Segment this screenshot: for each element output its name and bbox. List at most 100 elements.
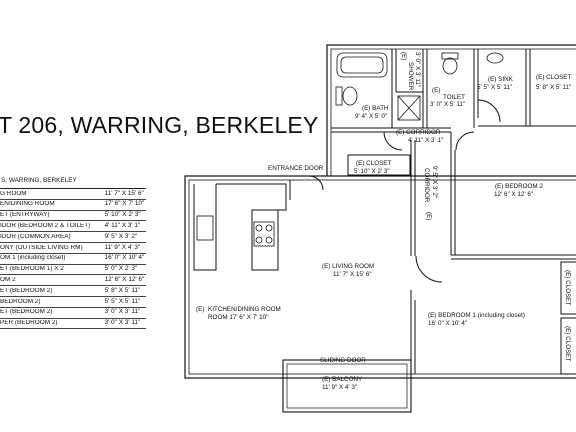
corridor-vertical-label: CORRIDOR: [423, 168, 430, 203]
table-row: IDOR (COMMON AREA) 9' 5" X 3' 2": [0, 232, 146, 243]
wall: [330, 48, 576, 176]
room-dims-cell: 17' 6" X 7' 10": [104, 200, 145, 208]
table-header: S, WARRING, BERKELEY: [0, 177, 146, 189]
closet-b1a-label: (E) CLOSET: [564, 270, 571, 305]
room-name-cell: ET (BEDROOM 1) X 2: [0, 266, 64, 273]
table-row: ONY (OUTSIDE LIVING RM) 11' 9" X 4' 3": [0, 243, 146, 254]
table-row: OM 2 12' 6" X 12' 6": [0, 275, 146, 287]
stove-icon: [255, 236, 263, 244]
shower-label: SHOWER: [407, 62, 414, 91]
floor-plan-title: T 206, WARRING, BERKELEY: [0, 112, 319, 138]
table-row: BEDROOM 2) 5' 5" X 5' 11": [0, 297, 146, 308]
toilet-label: 3' 0" X 5' 11": [430, 101, 465, 108]
living-room-label: (E) LIVING ROOM: [322, 263, 374, 270]
bathtub-icon: [336, 52, 388, 78]
stove-icon: [253, 221, 275, 247]
room-name-cell: G ROOM: [0, 190, 27, 197]
wall: [251, 209, 279, 271]
wall: [282, 359, 412, 413]
room-dims-cell: 12' 6" X 12' 6": [104, 276, 145, 284]
toilet-icon: [441, 52, 459, 60]
room-dimensions-table: S, WARRING, BERKELEY G ROOM 11' 7" X 15' …: [0, 177, 146, 330]
toilet-label: (E): [432, 87, 440, 94]
toilet-icon: [335, 86, 343, 106]
closet-entry-label: 5' 10" X 2' 3": [354, 168, 390, 175]
shower-label: 3' 0" X 3' 11": [414, 52, 421, 87]
table-row: G ROOM 11' 7" X 15' 6": [0, 189, 146, 200]
room-name-cell: IDOR (BEDROOM 2 & TOILET): [0, 223, 91, 230]
corridor-vertical-label: 9' 5" X 3' 2": [431, 166, 438, 198]
room-name-cell: OM 2: [0, 277, 16, 284]
wall: [560, 261, 576, 315]
balcony-label: 11' 9" X 4' 3": [322, 384, 357, 391]
corridor-top-label: (E) CORRIDOR: [396, 129, 441, 136]
balcony-label: (E) BALCONY: [322, 376, 363, 383]
wall: [560, 317, 576, 375]
bath-label: 9' 4" X 5' 0": [355, 113, 387, 120]
wall: [347, 154, 411, 176]
closet-top-label: 5' 8" X 5' 11": [536, 84, 571, 91]
kitchen-sink-icon: [196, 215, 214, 241]
wall: [415, 255, 443, 283]
stove-icon: [265, 236, 273, 244]
bedroom2-label: 12' 6" X 12' 6": [494, 191, 533, 198]
corridor-vertical-label: (E): [425, 212, 432, 220]
wall: [326, 44, 576, 176]
room-name-cell: ONY (OUTSIDE LIVING RM): [0, 244, 83, 251]
room-dims-cell: 11' 9" X 4' 3": [104, 243, 141, 251]
room-name-cell: OM 1 (including closet): [0, 255, 66, 262]
stove-icon: [265, 224, 273, 232]
toilet-label: TOILET: [443, 94, 465, 101]
table-row: EN/DINING ROOM 17' 6" X 7' 10": [0, 200, 146, 211]
wall: [286, 363, 408, 409]
room-dims-cell: 5' 8" X 5' 11": [104, 286, 141, 294]
wall: [188, 179, 576, 375]
closet-entry-label: (E) CLOSET: [356, 160, 391, 167]
kitchen-label: KITCHEN/DINING ROOM: [208, 306, 281, 313]
entrance-door-label: ENTRANCE DOOR: [268, 165, 324, 172]
table-row: PER (BEDROOM 2)3' 0" X 3' 11": [0, 319, 146, 330]
room-dims-cell: 4' 11" X 3' 1": [104, 222, 141, 230]
bedroom2-label: (E) BEDROOM 2: [495, 183, 543, 190]
room-dims-cell: 11' 7" X 15' 6": [104, 189, 144, 197]
room-name-cell: ET (BEDROOM 2): [0, 309, 53, 316]
bedroom1-label: (E) BEDROOM 1 (including closet): [428, 312, 525, 319]
shower-icon: [397, 95, 421, 121]
bedroom1-label: 16' 0" X 10' 4": [428, 320, 467, 327]
kitchen-label: (E): [196, 306, 204, 313]
room-name-cell: BEDROOM 2): [0, 298, 41, 305]
wall: [477, 99, 501, 123]
bath-label: (E) BATH: [362, 105, 389, 112]
wall: [383, 131, 403, 151]
shower-icon: [397, 95, 421, 121]
toilet-icon: [442, 57, 458, 75]
table-row: ET (BEDROOM 2) 5' 8" X 5' 11": [0, 286, 146, 297]
room-dims-cell: 5' 0" X 2' 3": [104, 265, 138, 273]
stove-icon: [255, 224, 263, 232]
wall: [184, 175, 576, 379]
toilet-icon: [342, 86, 358, 106]
living-room-label: 11' 7" X 15' 6": [333, 271, 372, 278]
sink-icon: [486, 52, 504, 64]
room-dims-cell: 5' 5" X 5' 11": [104, 297, 141, 305]
room-dims-cell: 5' 10" X 2' 3": [104, 211, 141, 219]
room-name-cell: ET (BEDROOM 2): [0, 287, 53, 294]
shower-label: (E): [400, 52, 407, 60]
sink-label: (E) SINK: [488, 76, 514, 83]
closet-b1b-label: (E) CLOSET: [564, 326, 571, 361]
kitchen-label: ROOM 17' 6" X 7' 10": [208, 314, 268, 321]
wall: [455, 131, 475, 151]
room-dims-cell: 16' 0" X 10' 4": [104, 254, 145, 262]
room-name-cell: IDOR (COMMON AREA): [0, 233, 71, 240]
room-name-cell: EN/DINING ROOM: [0, 201, 55, 208]
wall: [308, 175, 324, 191]
room-dims-cell: 9' 5" X 3' 2": [104, 232, 138, 240]
table-row: ET (BEDROOM 1) X 2 5' 0" X 2' 3": [0, 265, 146, 276]
corridor-top-label: 4' 11" X 3' 1": [408, 137, 443, 144]
closet-top-label: (E) CLOSET: [536, 74, 571, 81]
room-dims-cell: 3' 0" X 3' 11": [104, 319, 141, 327]
room-dims-cell: 3' 0" X 3' 11": [104, 308, 141, 316]
table-row: ET (ENTRYWAY)5' 10" X 2' 3": [0, 211, 146, 222]
sliding-door-label: SLIDING DOOR: [320, 357, 366, 364]
